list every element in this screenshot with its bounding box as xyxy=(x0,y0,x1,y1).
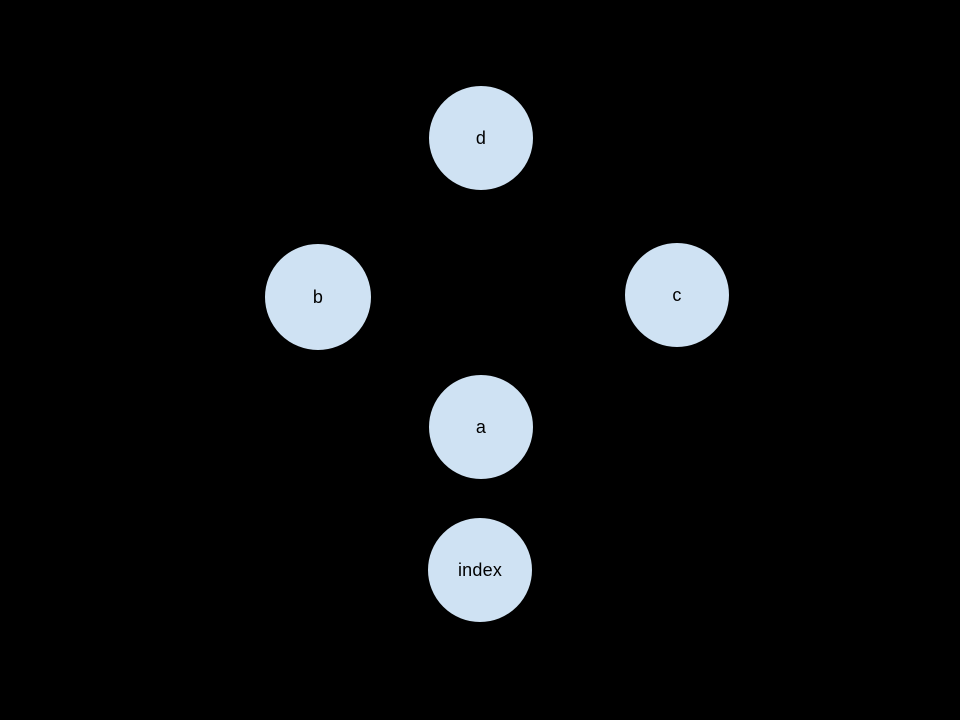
node-label-b: b xyxy=(312,287,324,307)
node-label-c: c xyxy=(672,285,682,305)
graph-node-index: index xyxy=(427,517,533,623)
graph-node-d: d xyxy=(428,85,534,191)
graph-node-b: b xyxy=(264,243,372,351)
node-label-d: d xyxy=(475,128,487,148)
node-label-a: a xyxy=(475,417,487,437)
graph-node-c: c xyxy=(624,242,730,348)
graph-node-a: a xyxy=(428,374,534,480)
node-label-index: index xyxy=(457,560,503,580)
